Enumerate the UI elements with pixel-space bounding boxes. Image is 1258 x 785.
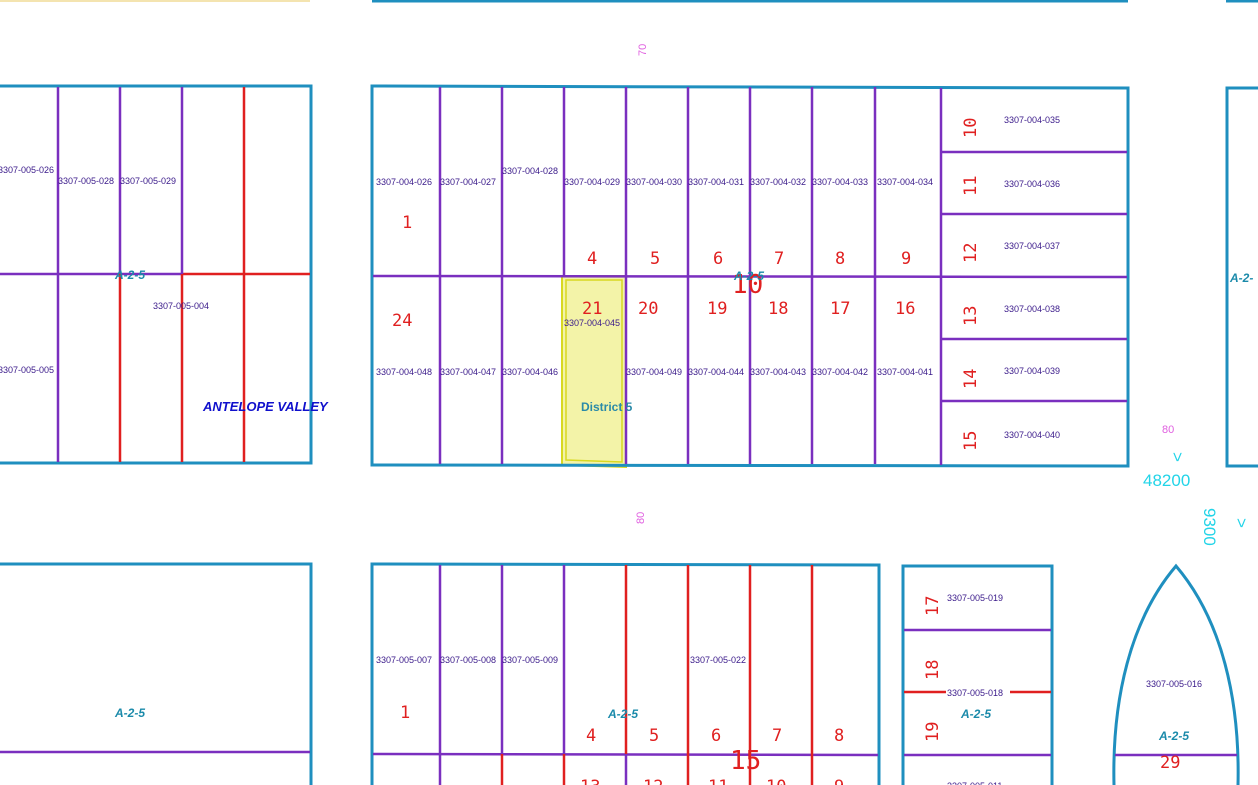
- southwest-block: [0, 562, 313, 785]
- coordinate-label-9300: 9300: [1200, 508, 1219, 546]
- block-number: 10: [732, 270, 763, 300]
- lot-number: 12: [643, 777, 663, 785]
- street-width-east: 80: [1162, 424, 1174, 436]
- lot-number: 14: [961, 369, 981, 389]
- lot-number: 7: [772, 726, 782, 746]
- lot-number: 4: [586, 726, 596, 746]
- lot-number: 9: [834, 777, 844, 785]
- apn-label-selected[interactable]: 3307-004-045: [564, 318, 620, 328]
- apn-label[interactable]: 3307-004-042: [812, 367, 868, 377]
- apn-label[interactable]: 3307-005-007: [376, 655, 432, 665]
- lot-number: 5: [649, 726, 659, 746]
- apn-label[interactable]: 3307-005-029: [120, 176, 176, 186]
- apn-label[interactable]: 3307-005-005: [0, 365, 54, 375]
- apn-label[interactable]: 3307-004-027: [440, 177, 496, 187]
- lot-number: 21: [582, 299, 602, 319]
- area-name-label: ANTELOPE VALLEY: [202, 399, 329, 414]
- direction-arrow-icon: >: [1168, 452, 1187, 462]
- apn-label[interactable]: 3307-005-004: [153, 301, 209, 311]
- lot-number: 1: [400, 703, 410, 723]
- apn-label[interactable]: 3307-004-036: [1004, 179, 1060, 189]
- apn-label[interactable]: 3307-004-030: [626, 177, 682, 187]
- apn-label[interactable]: 3307-005-019: [947, 593, 1003, 603]
- zoning-label: A-2-5: [1158, 729, 1189, 743]
- apn-label[interactable]: 3307-005-026: [0, 165, 54, 175]
- apn-label[interactable]: 3307-004-034: [877, 177, 933, 187]
- lot-number: 15: [961, 431, 981, 451]
- apn-label[interactable]: 3307-004-029: [564, 177, 620, 187]
- lot-number: 24: [392, 311, 412, 331]
- lot-number: 6: [711, 726, 721, 746]
- lot-number: 13: [580, 777, 600, 785]
- west-block: [0, 84, 313, 465]
- apn-label[interactable]: 3307-004-047: [440, 367, 496, 377]
- lot-number: 10: [766, 777, 786, 785]
- apn-label[interactable]: 3307-004-032: [750, 177, 806, 187]
- street-width-middle: 80: [635, 512, 647, 524]
- lot-number: 11: [708, 777, 728, 785]
- apn-label[interactable]: 3307-005-008: [440, 655, 496, 665]
- coordinate-label-48200: 48200: [1143, 471, 1190, 490]
- lot-number: 18: [923, 660, 943, 680]
- apn-label[interactable]: 3307-004-040: [1004, 430, 1060, 440]
- apn-label[interactable]: 3307-004-039: [1004, 366, 1060, 376]
- apn-label[interactable]: 3307-004-031: [688, 177, 744, 187]
- lot-number: 19: [707, 299, 727, 319]
- lot-number: 20: [638, 299, 658, 319]
- apn-label[interactable]: 3307-005-028: [58, 176, 114, 186]
- lot-number: 8: [834, 726, 844, 746]
- apn-label[interactable]: 3307-004-026: [376, 177, 432, 187]
- apn-label[interactable]: 3307-004-037: [1004, 241, 1060, 251]
- zoning-label: A-2-: [1229, 271, 1253, 285]
- zoning-label: A-2-5: [114, 268, 145, 282]
- apn-label[interactable]: 3307-004-046: [502, 367, 558, 377]
- apn-label[interactable]: 3307-004-033: [812, 177, 868, 187]
- zoning-label: A-2-5: [733, 269, 764, 283]
- lot-number: 13: [961, 306, 981, 326]
- lot-number: 11: [961, 176, 981, 196]
- apn-label[interactable]: 3307-004-049: [626, 367, 682, 377]
- lot-number: 1: [402, 213, 412, 233]
- pointed-parcel: [1112, 563, 1240, 785]
- lot-number: 5: [650, 249, 660, 269]
- lot-number: 12: [961, 243, 981, 263]
- apn-label[interactable]: 3307-005-018: [947, 688, 1003, 698]
- lot-number: 6: [713, 249, 723, 269]
- east-small-block: [901, 564, 1054, 785]
- direction-arrow-icon: >: [1232, 518, 1251, 528]
- district-label: District 5: [581, 400, 633, 414]
- apn-label[interactable]: 3307-004-044: [688, 367, 744, 377]
- block-10: [370, 84, 1130, 469]
- street-width-north: 70: [637, 44, 649, 56]
- zoning-label: A-2-5: [114, 706, 145, 720]
- lot-number: 29: [1160, 753, 1180, 773]
- zoning-label: A-2-5: [960, 707, 991, 721]
- lot-number: 10: [961, 118, 981, 138]
- zoning-label: A-2-5: [607, 707, 638, 721]
- lot-number: 9: [901, 249, 911, 269]
- east-block: [1225, 86, 1258, 468]
- block-15: [370, 562, 881, 785]
- apn-label[interactable]: 3307-004-048: [376, 367, 432, 377]
- lot-number: 19: [923, 722, 943, 742]
- lot-number: 16: [895, 299, 915, 319]
- lot-number: 7: [774, 249, 784, 269]
- lot-number: 8: [835, 249, 845, 269]
- lot-number: 17: [830, 299, 850, 319]
- apn-label[interactable]: 3307-004-043: [750, 367, 806, 377]
- block-number: 15: [730, 746, 761, 776]
- apn-label[interactable]: 3307-005-011: [947, 781, 1002, 785]
- lot-number: 18: [768, 299, 788, 319]
- apn-label[interactable]: 3307-004-035: [1004, 115, 1060, 125]
- apn-label[interactable]: 3307-004-028: [502, 166, 558, 176]
- apn-label[interactable]: 3307-004-038: [1004, 304, 1060, 314]
- lot-number: 4: [587, 249, 597, 269]
- apn-label[interactable]: 3307-005-022: [690, 655, 746, 665]
- apn-label[interactable]: 3307-004-041: [877, 367, 933, 377]
- apn-label[interactable]: 3307-005-016: [1146, 679, 1202, 689]
- apn-label[interactable]: 3307-005-009: [502, 655, 558, 665]
- lot-number: 17: [923, 596, 943, 616]
